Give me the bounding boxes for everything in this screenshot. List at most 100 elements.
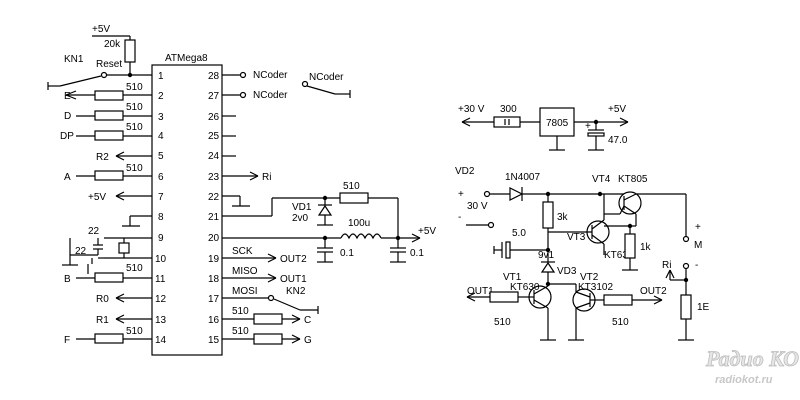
inductor-value: 100u: [348, 218, 370, 229]
pin-number: 26: [208, 112, 220, 123]
mosi-label: MOSI: [232, 286, 258, 297]
regulator-r300: 300: [500, 104, 517, 115]
signal-r2: R2: [96, 152, 109, 163]
regulator-cap: 47.0: [608, 135, 628, 146]
reset-label: Reset: [96, 59, 122, 70]
motor-driver-circuit: VD2 1N4007 + - 30 V 3k 5.0 VT3: [455, 166, 710, 341]
pin-number: 3: [158, 112, 164, 123]
pin-number: 1: [158, 71, 164, 82]
r510-label: 510: [126, 122, 143, 133]
cap-22-a: 22: [88, 226, 100, 237]
vt3-type: KT630: [604, 250, 634, 261]
r510-label: 510: [126, 163, 143, 174]
r1k-label: 1k: [640, 242, 652, 253]
watermark: Радио КОТ radiokot.ru: [705, 346, 800, 386]
right-side-circuit: NCoder NCoder NCoder Ri 510: [222, 70, 436, 346]
r510-label: 510: [126, 326, 143, 337]
r510-label: 510: [126, 263, 143, 274]
r3k-label: 3k: [557, 212, 569, 223]
pin-number: 22: [208, 192, 220, 203]
mcu-label: ATMega8: [165, 53, 208, 64]
pin-number: 18: [208, 274, 220, 285]
vt3-label: VT3: [567, 232, 586, 243]
pin-number: 15: [208, 335, 220, 346]
motor-terminal-plus: [682, 235, 690, 243]
vd3-value: 9v1: [538, 250, 555, 261]
kn1-label: KN1: [64, 54, 84, 65]
mcu-atmega8: ATMega8 1 2 3 4 5 6 7 8 9 10 11 12 13 14…: [151, 53, 223, 356]
signal-r1: R1: [96, 315, 109, 326]
pin-number: 8: [158, 212, 164, 223]
vd1-label: VD1: [292, 202, 312, 213]
pin-number: 11: [155, 274, 166, 285]
pin-number: 5: [158, 151, 164, 162]
pin-number: 25: [208, 131, 220, 142]
miso-label: MISO: [232, 266, 258, 277]
pin-number: 27: [208, 91, 220, 102]
cap-22-b: 22: [75, 246, 87, 257]
driver-out1: OUT1: [467, 286, 494, 297]
supply-30v: 30 V: [467, 201, 488, 212]
watermark-brand: Радио КОТ: [705, 346, 800, 371]
r510-vt2: 510: [612, 317, 629, 328]
r510-vt1: 510: [494, 317, 511, 328]
vd2-label: VD2: [455, 166, 475, 177]
signal-d: D: [64, 111, 71, 122]
driver-out2: OUT2: [640, 286, 667, 297]
supply-minus: -: [458, 212, 461, 223]
regulator-vout: +5V: [608, 104, 626, 115]
pin-number: 4: [158, 131, 164, 142]
cap-01-a: 0.1: [340, 248, 354, 259]
mcu-right-pin-numbers: 28 27 26 25 24 23 22 21 20 19 18 17 16 1…: [208, 71, 220, 346]
signal-5v: +5V: [88, 192, 106, 203]
pin-number: 16: [208, 315, 220, 326]
pin-number: 12: [155, 294, 167, 305]
out1-label: OUT1: [280, 274, 307, 285]
signal-e: E: [64, 91, 71, 102]
signal-g: G: [304, 335, 312, 346]
kn2-switch: [273, 298, 301, 311]
motor-plus: +: [695, 222, 701, 233]
cap-plus: +: [585, 121, 591, 132]
signal-b: B: [64, 274, 71, 285]
signal-dp: DP: [60, 131, 74, 142]
vt2-type: KT3102: [578, 282, 613, 293]
ncoder-27: NCoder: [253, 90, 288, 101]
r510-g-label: 510: [232, 326, 249, 337]
r510-label: 510: [126, 102, 143, 113]
vd1-value: 2v0: [292, 213, 309, 224]
out2-label: OUT2: [280, 254, 307, 265]
ri-driver: Ri: [662, 260, 671, 271]
pin-number: 13: [155, 315, 167, 326]
pin-number: 2: [158, 91, 164, 102]
kn2-label: KN2: [286, 286, 306, 297]
r510-label: 510: [126, 82, 143, 93]
pin-number: 20: [208, 233, 220, 244]
pin-number: 17: [208, 294, 220, 305]
ri-pin23: Ri: [262, 172, 271, 183]
left-side-circuit: +5V 20k Reset KN1 510 E 510 D 510 DP: [47, 24, 152, 346]
sck-label: SCK: [232, 246, 253, 257]
r3k: [542, 201, 554, 229]
cap-5: 5.0: [512, 228, 526, 239]
pin-number: 6: [158, 172, 164, 183]
pin-number: 19: [208, 254, 220, 265]
vd3-label: VD3: [557, 266, 577, 277]
pin-number: 7: [158, 192, 164, 203]
pin-number: 9: [158, 233, 164, 244]
motor-terminal-minus: [682, 262, 690, 270]
vt4-type: KT805: [618, 174, 648, 185]
pullup-resistor: [124, 39, 136, 63]
pin-number: 21: [208, 212, 220, 223]
r300-resistor: [493, 116, 521, 128]
cap-01-b: 0.1: [410, 248, 424, 259]
pullup-value: 20k: [104, 39, 121, 50]
mcu-left-pin-numbers: 1 2 3 4 5 6 7 8 9 10 11 12 13 14: [155, 71, 167, 346]
vt1-label: VT1: [503, 272, 522, 283]
r510-c-label: 510: [232, 306, 249, 317]
d-1n4007: 1N4007: [505, 172, 540, 183]
diode-1n4007: [509, 187, 524, 201]
ncoder-28: NCoder: [253, 70, 288, 81]
signal-r0: R0: [96, 294, 109, 305]
